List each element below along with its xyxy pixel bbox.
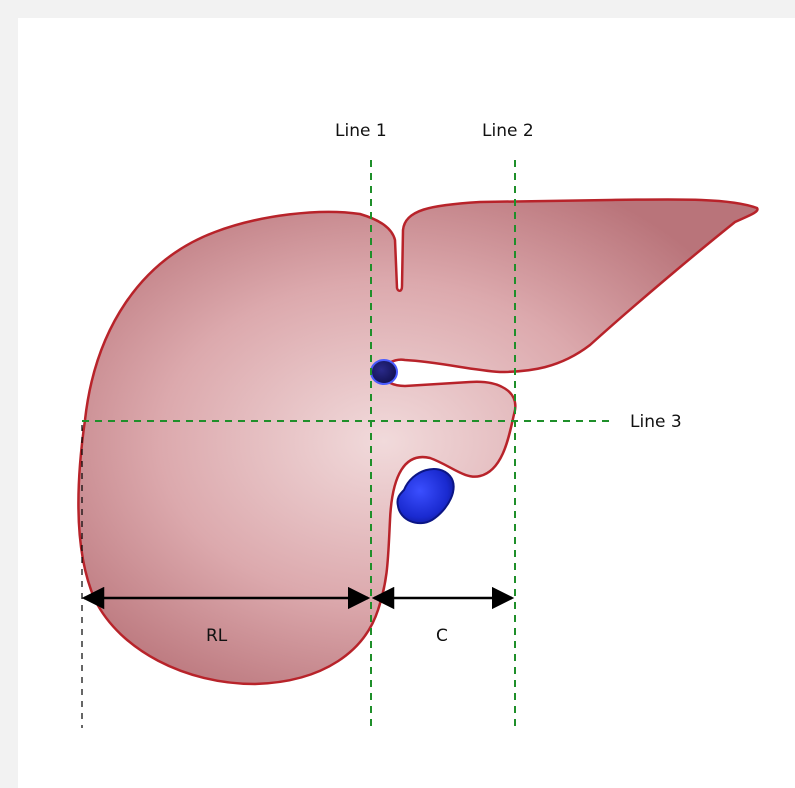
line2-label: Line 2 bbox=[482, 121, 534, 141]
rl-label: RL bbox=[206, 626, 228, 646]
line3-label: Line 3 bbox=[630, 412, 682, 432]
line1-label: Line 1 bbox=[335, 121, 387, 141]
liver-outline bbox=[78, 199, 757, 684]
c-label: C bbox=[436, 626, 448, 646]
dark-vein bbox=[371, 360, 397, 384]
blue-vessel bbox=[397, 469, 453, 523]
